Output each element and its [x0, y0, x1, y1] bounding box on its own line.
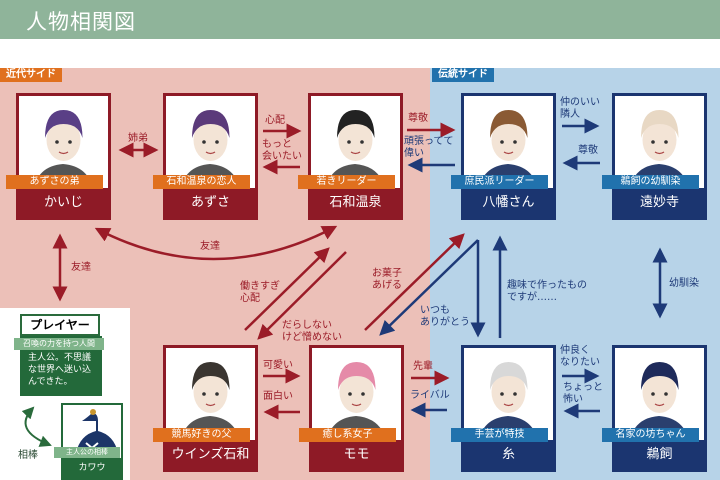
label-funny: 面白い	[263, 391, 293, 402]
partner-tag: 主人公の相棒	[54, 447, 120, 458]
character-tag-winds: 競馬好きの父	[153, 428, 250, 442]
label-great: 頑張ってて 偉い	[404, 136, 454, 159]
traditional-side-label: 伝統サイド	[432, 68, 494, 82]
partner-card-kawau: カワウ	[61, 403, 123, 480]
partner-label: 相棒	[18, 450, 38, 461]
label-scary: ちょっと 怖い	[563, 382, 603, 405]
label-sloppy: だらしない けど憎めない	[282, 320, 342, 343]
arrow-sloppy	[257, 251, 347, 340]
partner-name: カワウ	[63, 458, 121, 478]
player-tag: 召喚の力を持つ人間	[14, 338, 104, 350]
label-childhood: 幼馴染	[669, 278, 699, 289]
character-name: 石和温泉	[311, 188, 400, 217]
character-tag-kaiji: あずさの弟	[6, 175, 103, 189]
arrow-overwork	[244, 247, 330, 331]
label-sweets: お菓子 あげる	[372, 268, 402, 291]
label-overwork: 働きすぎ 心配	[240, 281, 280, 304]
label-want-to-meet: もっと 会いたい	[262, 139, 302, 162]
label-worry: 心配	[265, 115, 285, 126]
character-tag-momo: 癒し系女子	[299, 428, 396, 442]
character-name: モモ	[312, 440, 401, 469]
header-banner: 人物相関図	[0, 0, 720, 39]
arrow-thanks	[379, 239, 479, 336]
character-name: 八幡さん	[464, 188, 553, 217]
character-name: ウインズ石和	[166, 440, 255, 469]
character-tag-yawata: 庶民派リーダー	[451, 175, 548, 189]
character-card-winds: ウインズ石和	[163, 345, 258, 472]
character-name: 糸	[464, 440, 553, 469]
label-respect2: 尊敬	[578, 145, 598, 156]
label-befriend: 仲良く なりたい	[560, 345, 600, 368]
label-friends-vertical: 友達	[71, 262, 91, 273]
character-name: 遠妙寺	[615, 188, 704, 217]
player-title: プレイヤー	[20, 314, 100, 336]
arrow-sweets	[364, 233, 465, 331]
label-respect1: 尊敬	[408, 113, 428, 124]
page-title: 人物相関図	[26, 10, 136, 34]
character-card-yawata: 八幡さん	[461, 93, 556, 220]
label-senpai: 先輩	[413, 361, 433, 372]
character-name: かいじ	[19, 188, 108, 217]
label-friends-curve: 友達	[200, 241, 220, 252]
character-tag-enmyoji: 鵜飼の幼馴染	[602, 175, 699, 189]
character-tag-ukai: 名家の坊ちゃん	[602, 428, 699, 442]
modern-side-label: 近代サイド	[0, 68, 62, 82]
character-tag-azusa: 石和温泉の恋人	[153, 175, 250, 189]
character-tag-ito: 手芸が特技	[451, 428, 548, 442]
character-tag-isawa: 若きリーダー	[298, 175, 395, 189]
character-card-azusa: あずさ	[163, 93, 258, 220]
label-hobby: 趣味で作ったもの ですが……	[507, 280, 587, 303]
label-cute: 可愛い	[263, 360, 293, 371]
player-description: 主人公。不思議な世界へ迷い込んできた。	[28, 353, 92, 387]
character-name: あずさ	[166, 188, 255, 217]
character-name: 鵜飼	[615, 440, 704, 469]
label-neighbor: 仲のいい 隣人	[560, 97, 600, 120]
label-thanks: いつも ありがとう	[420, 305, 470, 328]
character-card-ito: 糸	[461, 345, 556, 472]
label-rival: ライバル	[410, 390, 450, 401]
arrow-friends-curve	[94, 225, 338, 261]
label-siblings: 姉弟	[128, 133, 148, 144]
